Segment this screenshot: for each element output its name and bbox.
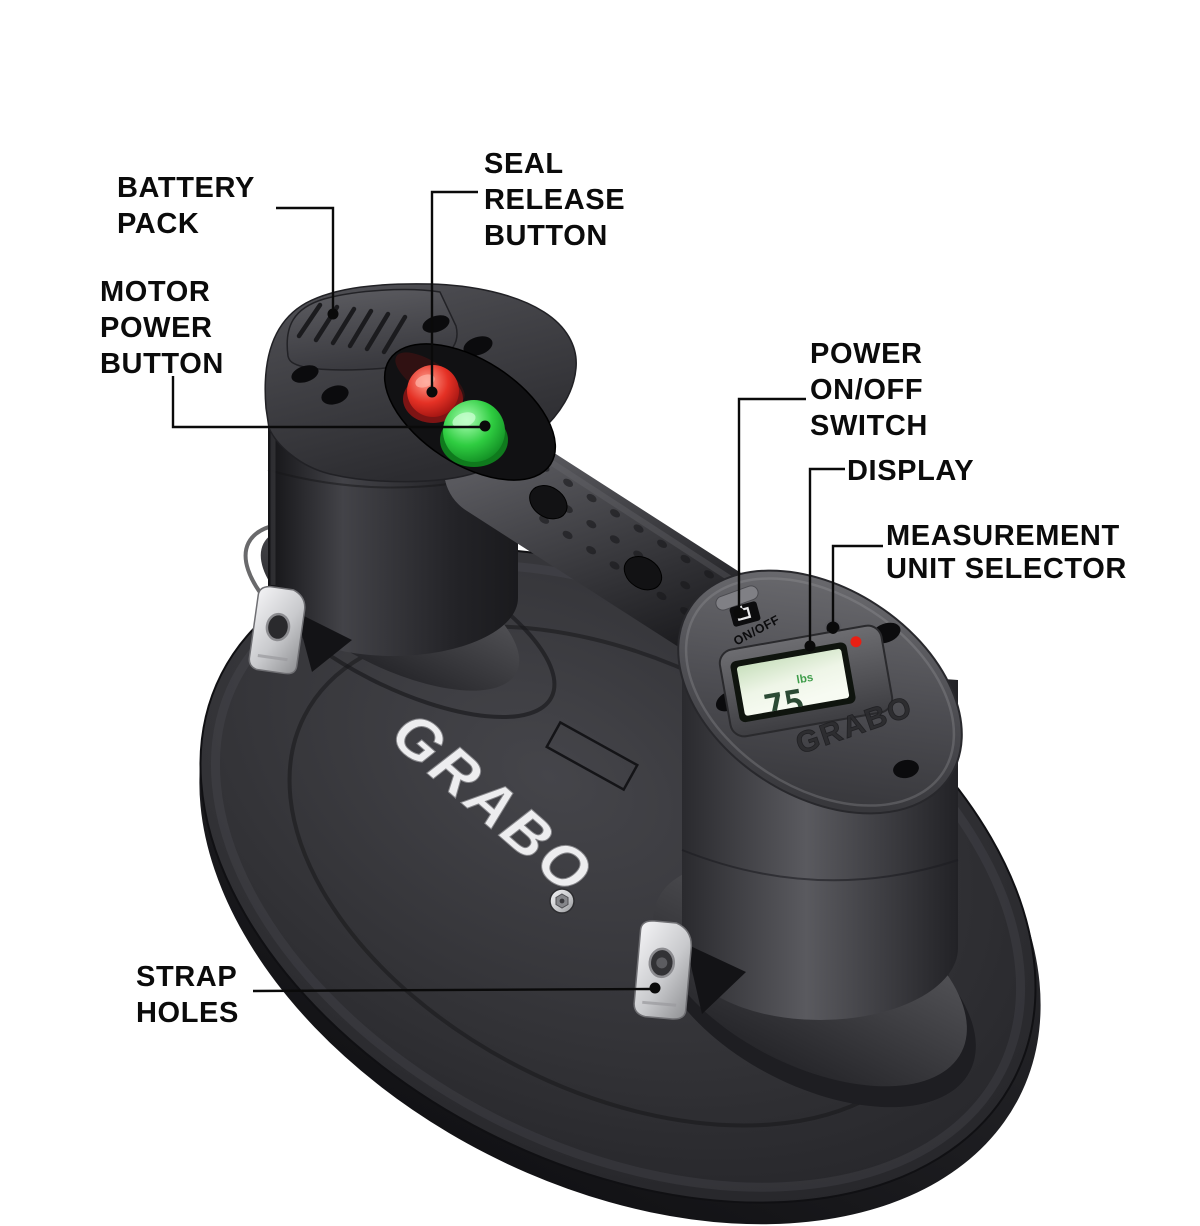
callout-line: BATTERY xyxy=(117,172,255,204)
status-led xyxy=(850,636,862,648)
lcd-screen xyxy=(736,648,850,716)
callout-line: HOLES xyxy=(136,997,239,1029)
callout-line: RELEASE xyxy=(484,184,626,216)
callout-motor-power-label: MOTOR POWER BUTTON xyxy=(100,274,224,382)
callout-power-switch-label: POWER ON/OFF SWITCH xyxy=(810,336,928,444)
handle-hole xyxy=(623,556,663,591)
callout-line: POWER xyxy=(810,338,923,370)
leader-display xyxy=(808,467,845,644)
callout-line: MOTOR xyxy=(100,276,211,308)
callout-line: UNIT SELECTOR xyxy=(886,553,1127,585)
base-screw xyxy=(549,888,575,914)
strap-hole-center xyxy=(633,920,746,1020)
callout-line: SWITCH xyxy=(810,410,928,442)
callout-line: BUTTON xyxy=(100,348,224,380)
head-screw-holes xyxy=(291,315,493,405)
leader-seal-release xyxy=(430,190,478,391)
base-slot-mark xyxy=(545,720,639,792)
callout-line: BUTTON xyxy=(484,220,608,252)
handle-hole xyxy=(529,485,568,520)
callout-battery-pack-label: BATTERY PACK xyxy=(117,170,255,242)
display-unit-label: lbs xyxy=(796,672,814,687)
leader-power-switch xyxy=(737,397,806,612)
motor-power-button xyxy=(440,400,508,467)
leader-motor-power xyxy=(171,376,483,429)
callout-seal-release-label: SEAL RELEASE BUTTON xyxy=(484,146,625,254)
display-face: ON/OFF Unit 75 lbs GRABO xyxy=(677,569,963,815)
callout-line: PACK xyxy=(117,208,200,240)
callout-line: MEASUREMENT xyxy=(886,520,1120,552)
callout-line: POWER xyxy=(100,312,213,344)
callout-unit-selector-label: MEASUREMENT UNIT SELECTOR xyxy=(886,520,1127,586)
leader-lines xyxy=(171,190,883,993)
callout-line: ON/OFF xyxy=(810,374,924,406)
leader-unit-selector xyxy=(831,544,883,627)
leader-strap-holes xyxy=(252,987,652,993)
leader-dots xyxy=(327,308,838,994)
callout-line: DISPLAY xyxy=(847,455,975,487)
display-module: 75 lbs xyxy=(718,624,894,738)
callout-strap-holes-label: STRAP HOLES xyxy=(136,959,239,1031)
callout-display-label: DISPLAY xyxy=(847,453,974,489)
callout-line: SEAL xyxy=(484,148,564,180)
strap-hole-left xyxy=(248,585,352,675)
leader-battery-pack xyxy=(276,206,335,313)
callout-line: STRAP xyxy=(136,961,238,993)
